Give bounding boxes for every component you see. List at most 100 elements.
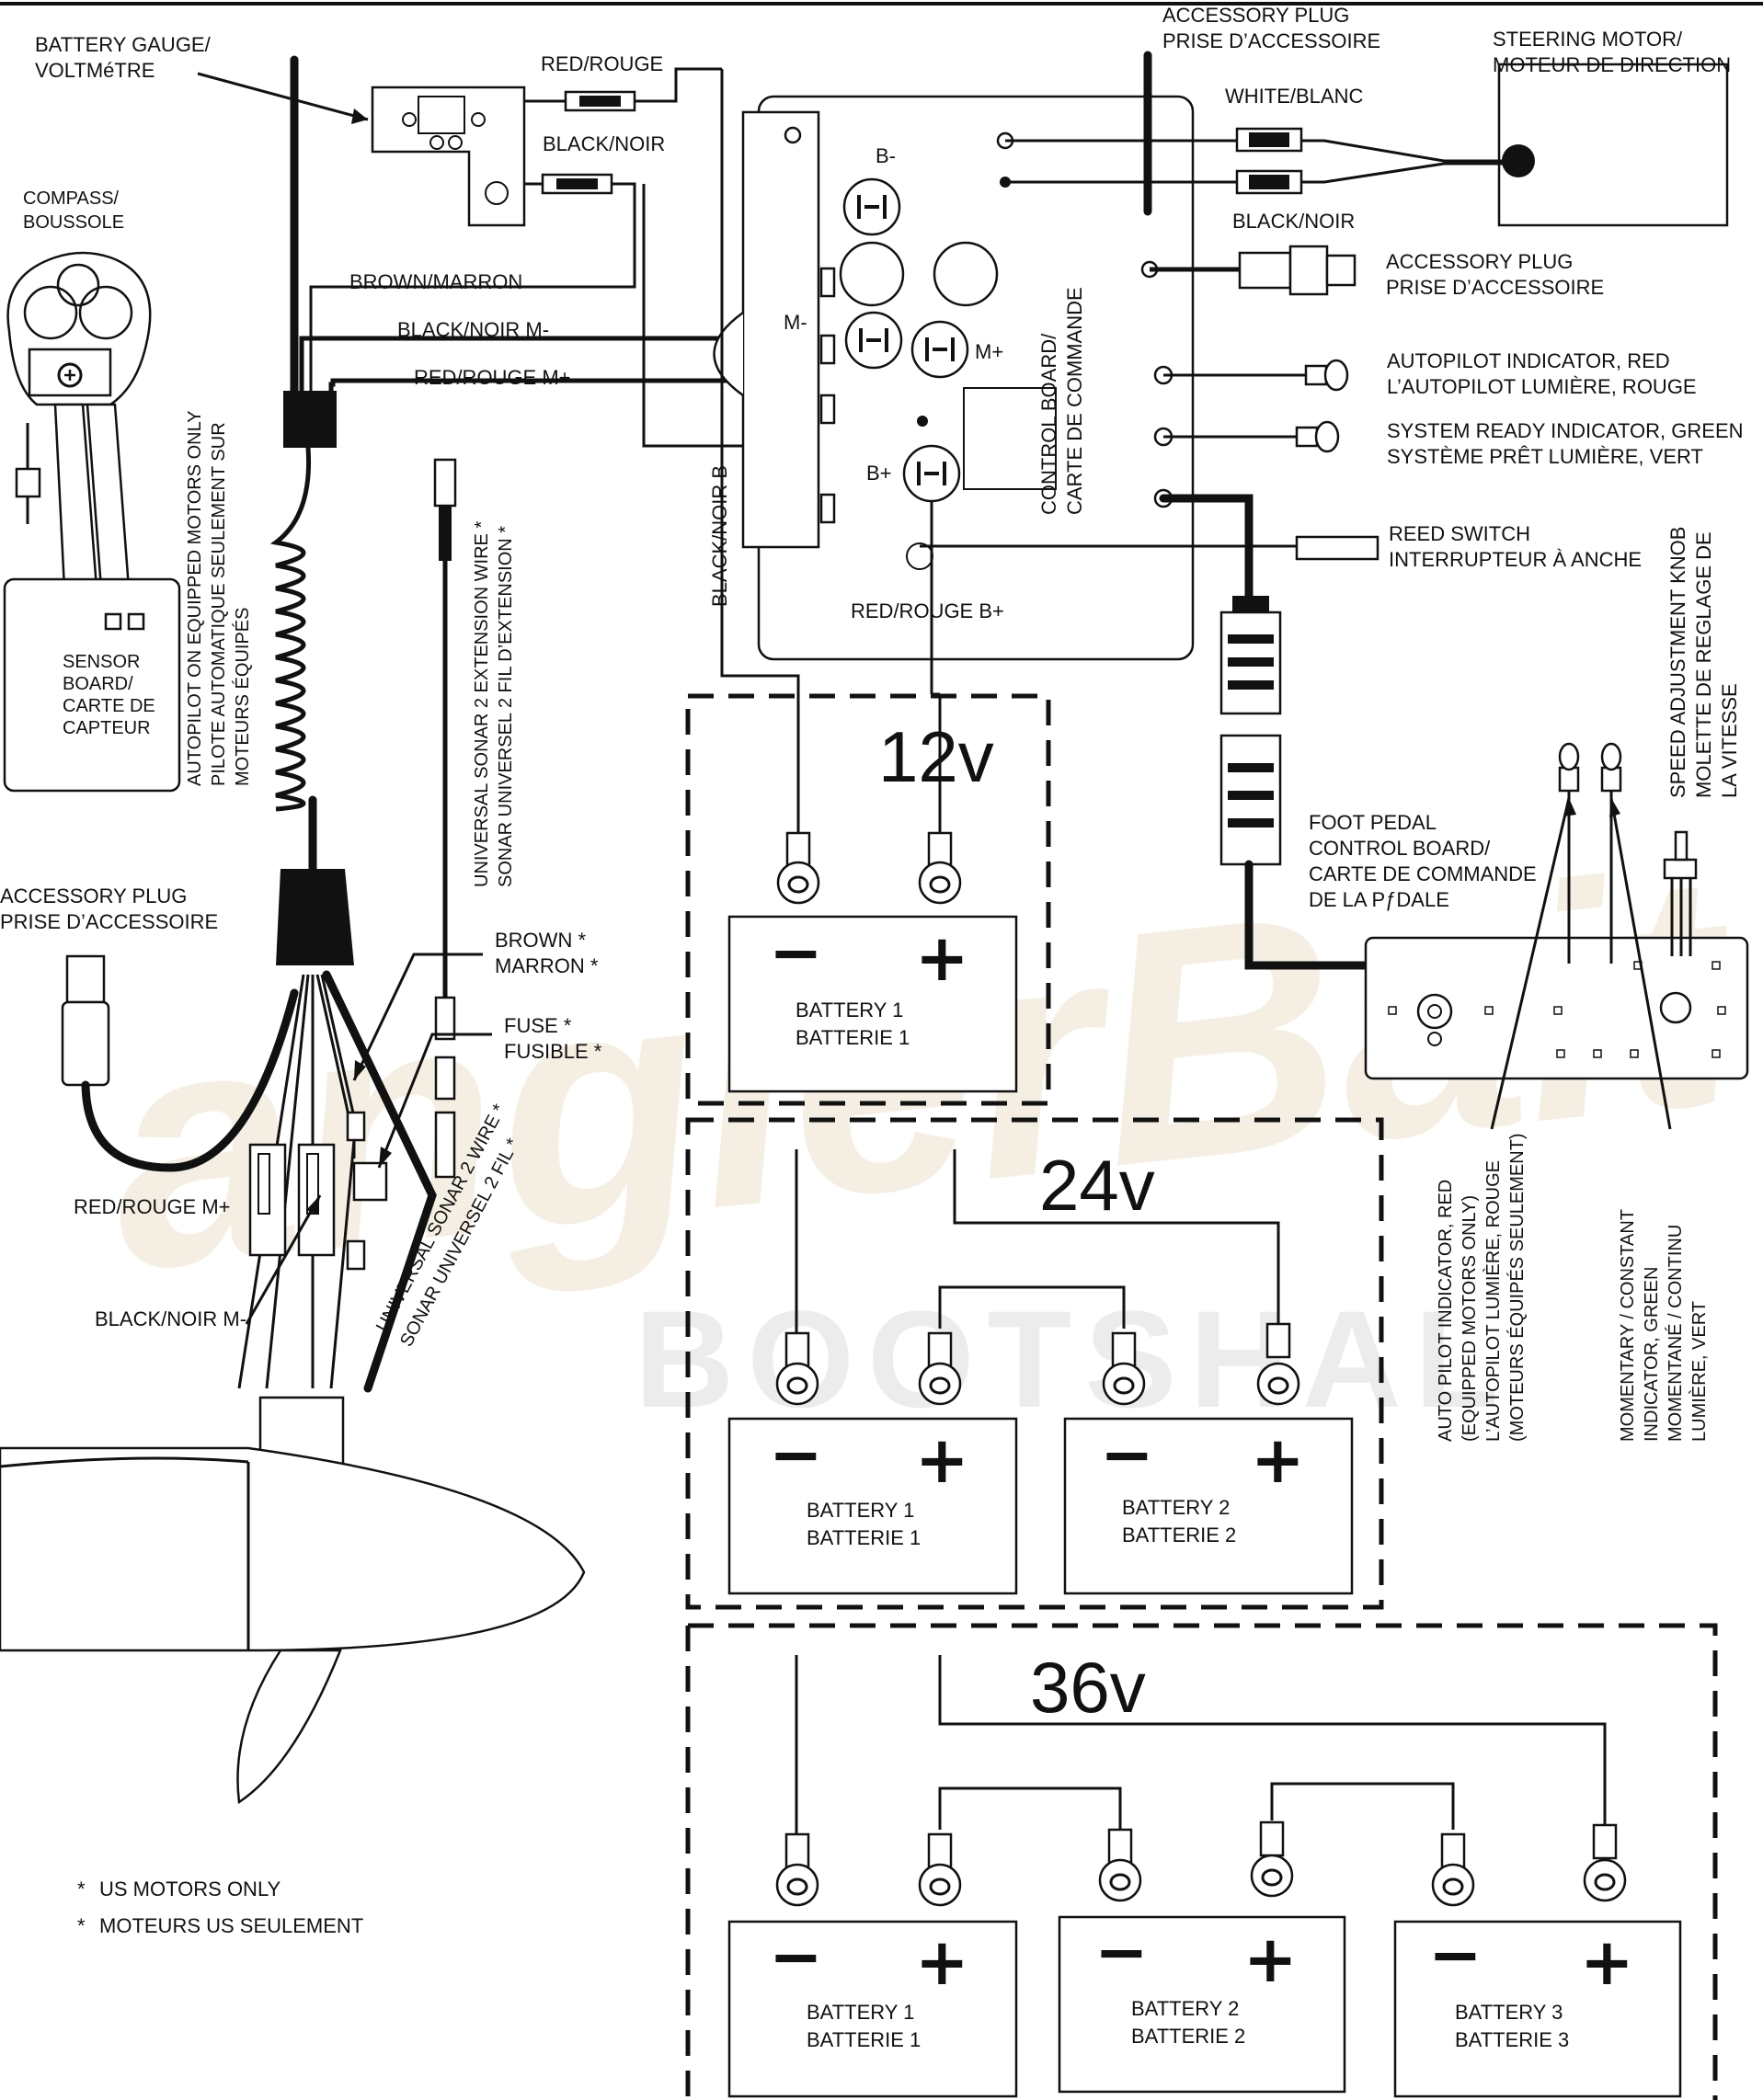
autopilot-indicator-label-2: L’AUTOPILOT LUMIÈRE, ROUGE bbox=[1387, 375, 1697, 398]
battery-36v-3-name: BATTERY 3 bbox=[1455, 2001, 1563, 2024]
battery-24v-2-name-fr: BATTERIE 2 bbox=[1122, 1524, 1236, 1546]
accessory-left-label-1: ACCESSORY PLUG bbox=[0, 885, 187, 907]
terminal-b-plus: B+ bbox=[866, 462, 892, 485]
white-blanc-label: WHITE/BLANC bbox=[1225, 85, 1363, 108]
battery-12v-1-name-fr: BATTERIE 1 bbox=[796, 1026, 910, 1049]
steering-motor: STEERING MOTOR/ MOTEUR DE DIRECTION WHIT… bbox=[1005, 28, 1731, 233]
battery-36v-3: − + BATTERY 3 BATTERIE 3 bbox=[1393, 1823, 1682, 2098]
footnote-star-1: * bbox=[77, 1877, 86, 1900]
battery-24v-2: − + BATTERY 2 BATTERIE 2 bbox=[1063, 1322, 1354, 1595]
battery-36v-3-plus: + bbox=[1580, 1924, 1634, 2000]
speed-knob-label-3: LA VITESSE bbox=[1718, 683, 1741, 798]
battery-24v-2-minus: − bbox=[1100, 1417, 1154, 1492]
sensor-label-1: SENSOR bbox=[63, 652, 140, 672]
system-ready-label-2: SYSTÈME PRÊT LUMIÈRE, VERT bbox=[1387, 445, 1703, 468]
section-36v: 36v − + BATTERY 1 BATTERIE 1 − bbox=[685, 1623, 1718, 2100]
battery-36v-3-name-fr: BATTERIE 3 bbox=[1455, 2028, 1569, 2051]
foot-pedal-label-4: DE LA PƒDALE bbox=[1309, 888, 1449, 911]
indicator-leds: AUTOPILOT INDICATOR, RED L’AUTOPILOT LUM… bbox=[1163, 349, 1744, 468]
voltage-24v: 24v bbox=[1039, 1145, 1155, 1226]
coiled-cable bbox=[269, 447, 312, 812]
sensor-label-2: BOARD/ bbox=[63, 674, 133, 694]
momentary-label-2: INDICATOR, GREEN bbox=[1642, 1267, 1662, 1442]
black-noir-steer-label: BLACK/NOIR bbox=[1232, 210, 1355, 233]
battery-12v-1-minus: − bbox=[769, 915, 823, 990]
compass-sensor: COMPASS/ BOUSSOLE SENSOR BOARD/ CARTE DE… bbox=[3, 188, 253, 793]
battery-36v-1-name: BATTERY 1 bbox=[807, 2001, 914, 2024]
battery-36v-1: − + BATTERY 1 BATTERIE 1 bbox=[727, 1832, 1018, 2098]
accessory-left-label-2: PRISE D’ACCESSOIRE bbox=[0, 910, 218, 933]
autopilot-only-label-3: MOTEURS ÉQUIPÉS bbox=[232, 608, 253, 786]
battery-24v-1-name: BATTERY 1 bbox=[807, 1499, 914, 1522]
foot-pedal-board: SPEED ADJUSTMENT KNOB MOLETTE DE REGLAGE… bbox=[1364, 527, 1749, 1442]
voltage-12v: 12v bbox=[878, 716, 994, 797]
accessory-right-label-1: ACCESSORY PLUG bbox=[1386, 250, 1573, 273]
terminal-m-minus: M- bbox=[784, 311, 807, 334]
battery-gauge-label-2: VOLTMéTRE bbox=[35, 59, 155, 82]
accessory-top-label-2: PRISE D’ACCESSOIRE bbox=[1162, 29, 1380, 52]
foot-pedal-label-3: CARTE DE COMMANDE bbox=[1309, 862, 1537, 885]
foot-pedal-label-1: FOOT PEDAL bbox=[1309, 811, 1437, 834]
main-cable bbox=[269, 55, 354, 965]
battery-12v-1-name: BATTERY 1 bbox=[796, 999, 903, 1021]
control-board-label-1: CONTROL BOARD/ bbox=[1037, 333, 1060, 515]
fuse-label-2: FUSIBLE * bbox=[504, 1040, 602, 1063]
brown-star-label-2: MARRON * bbox=[495, 954, 599, 977]
sonar-extension: UNIVERSAL SONAR 2 EXTENSION WIRE * SONAR… bbox=[433, 458, 516, 1179]
battery-12v-1: − + BATTERY 1 BATTERIE 1 bbox=[727, 831, 1018, 1093]
autopilot-only-label-1: AUTOPILOT ON EQUIPPED MOTORS ONLY bbox=[185, 410, 205, 786]
battery-36v-2-name-fr: BATTERIE 2 bbox=[1131, 2025, 1245, 2048]
battery-36v-2-minus: − bbox=[1094, 1914, 1149, 1990]
sensor-label-3: CARTE DE bbox=[63, 696, 155, 716]
autopilot-only-label-2: PILOTE AUTOMATIQUE SEULEMENT SUR bbox=[209, 422, 229, 786]
battery-36v-1-plus: + bbox=[915, 1924, 969, 2000]
reed-switch: REED SWITCH INTERRUPTEUR À ANCHE bbox=[920, 522, 1642, 571]
gauge-black-label: BLACK/NOIR bbox=[543, 132, 665, 155]
red-m-label: RED/ROUGE M+ bbox=[414, 366, 571, 389]
foot-pedal-cable: FOOT PEDAL CONTROL BOARD/ CARTE DE COMMA… bbox=[1159, 494, 1537, 970]
battery-24v-1: − + BATTERY 1 BATTERIE 1 bbox=[727, 1331, 1018, 1595]
speed-knob-label-2: MOLETTE DE REGLAGE DE bbox=[1692, 531, 1715, 798]
battery-leads: BLACK/NOIR B RED/ROUGE B+ bbox=[708, 69, 1004, 833]
accessory-right-label-2: PRISE D’ACCESSOIRE bbox=[1386, 276, 1604, 299]
accessory-plug-right: ACCESSORY PLUG PRISE D’ACCESSOIRE bbox=[1150, 245, 1604, 299]
battery-12v-1-plus: + bbox=[915, 920, 969, 996]
red-bplus-label: RED/ROUGE B+ bbox=[851, 599, 1004, 622]
autopilot-red-label-3: L’AUTOPILOT LUMIÈRE, ROUGE bbox=[1483, 1160, 1504, 1442]
steering-label-1: STEERING MOTOR/ bbox=[1493, 28, 1683, 51]
battery-36v-2-plus: + bbox=[1243, 1922, 1298, 1997]
momentary-label-1: MOMENTARY / CONSTANT bbox=[1618, 1209, 1638, 1442]
system-ready-label-1: SYSTEM READY INDICATOR, GREEN bbox=[1387, 419, 1744, 442]
speed-knob-label-1: SPEED ADJUSTMENT KNOB bbox=[1666, 527, 1689, 798]
compass-label-2: BOUSSOLE bbox=[23, 212, 124, 233]
fuse-label-1: FUSE * bbox=[504, 1014, 572, 1037]
reed-switch-label-1: REED SWITCH bbox=[1389, 522, 1530, 545]
footnote: * US MOTORS ONLY * MOTEURS US SEULEMENT bbox=[77, 1877, 363, 1937]
battery-36v-2-name: BATTERY 2 bbox=[1131, 1997, 1239, 2020]
section-24v: 24v − + BATTERY 1 BATTERIE 1 − + bbox=[685, 1117, 1384, 1610]
terminal-b-minus: B- bbox=[876, 144, 896, 167]
accessory-plug-top: ACCESSORY PLUG PRISE D’ACCESSOIRE bbox=[1143, 4, 1380, 216]
voltage-36v: 36v bbox=[1030, 1647, 1146, 1728]
momentary-label-3: MOMENTANÉ / CONTINU bbox=[1665, 1225, 1686, 1442]
sensor-label-4: CAPTEUR bbox=[63, 718, 151, 738]
section-12v: 12v − + BATTERY 1 BATTERIE 1 bbox=[685, 693, 1051, 1106]
brown-label: BROWN/MARRON bbox=[349, 270, 522, 293]
battery-36v-2: − + BATTERY 2 BATTERIE 2 bbox=[1058, 1820, 1346, 2094]
compass-label-1: COMPASS/ bbox=[23, 188, 120, 209]
footnote-text-1: US MOTORS ONLY bbox=[99, 1877, 281, 1900]
battery-gauge: BATTERY GAUGE/ VOLTMéTRE bbox=[35, 33, 526, 227]
terminal-m-plus: M+ bbox=[975, 340, 1003, 363]
accessory-plug-left: ACCESSORY PLUG PRISE D’ACCESSOIRE bbox=[0, 885, 299, 1172]
control-board-label-2: CARTE DE COMMANDE bbox=[1063, 287, 1086, 515]
black-m-lower-label: BLACK/NOIR M- bbox=[95, 1307, 246, 1330]
footnote-text-2: MOTEURS US SEULEMENT bbox=[99, 1914, 363, 1937]
black-b-label: BLACK/NOIR B bbox=[708, 465, 731, 607]
foot-pedal-label-2: CONTROL BOARD/ bbox=[1309, 837, 1491, 860]
battery-24v-1-name-fr: BATTERIE 1 bbox=[807, 1526, 921, 1549]
momentary-label-4: LUMIÈRE, VERT bbox=[1689, 1301, 1710, 1442]
sonar-extension-label-1: UNIVERSAL SONAR 2 EXTENSION WIRE * bbox=[472, 521, 492, 887]
black-m-label: BLACK/NOIR M- bbox=[397, 318, 549, 341]
gauge-fuses: RED/ROUGE BLACK/NOIR bbox=[309, 52, 722, 395]
